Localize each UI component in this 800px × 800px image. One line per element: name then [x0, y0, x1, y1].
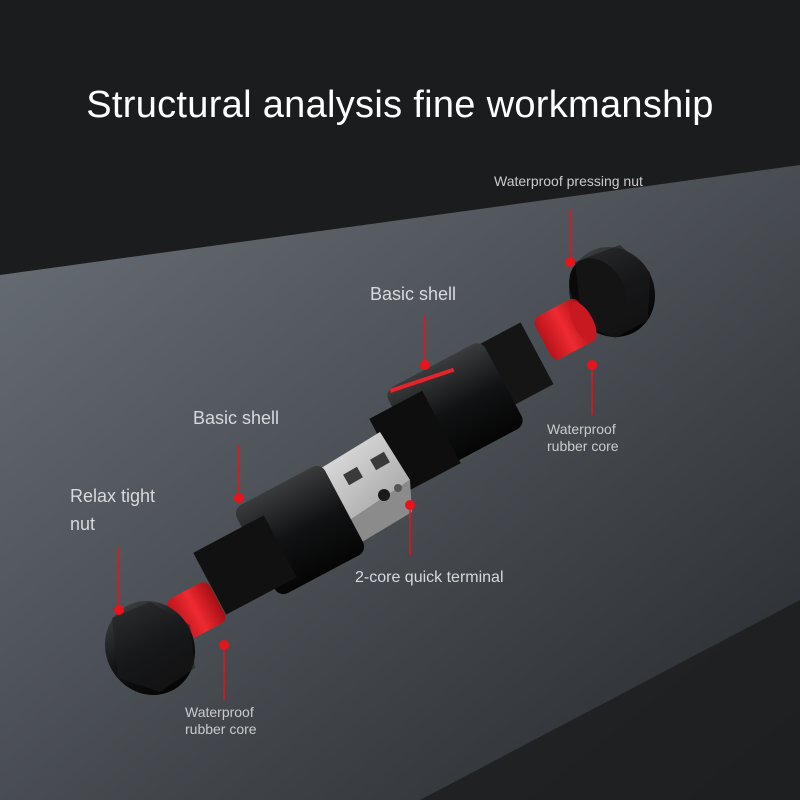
callout-pointers	[114, 210, 597, 700]
basic-shell-left-part	[193, 465, 365, 615]
callout-relax-tight-nut: Relax tight nut	[70, 486, 156, 534]
page-title: Structural analysis fine workmanship	[86, 84, 714, 126]
callout-waterproof-rubber-core-right: Waterproof rubber core	[547, 421, 619, 454]
basic-shell-right-part	[369, 322, 554, 492]
relax-tight-nut-part	[104, 600, 196, 696]
waterproof-pressing-nut-part	[568, 245, 656, 338]
two-core-quick-terminal-part	[318, 432, 412, 548]
callout-two-core-quick-terminal: 2-core quick terminal	[355, 569, 504, 586]
waterproof-rubber-core-right-part	[534, 298, 597, 360]
callout-basic-shell-left: Basic shell	[193, 408, 280, 428]
callout-basic-shell-right: Basic shell	[370, 284, 457, 304]
callout-waterproof-rubber-core-left: Waterproof rubber core	[185, 704, 257, 737]
callout-waterproof-pressing-nut: Waterproof pressing nut	[494, 173, 643, 189]
